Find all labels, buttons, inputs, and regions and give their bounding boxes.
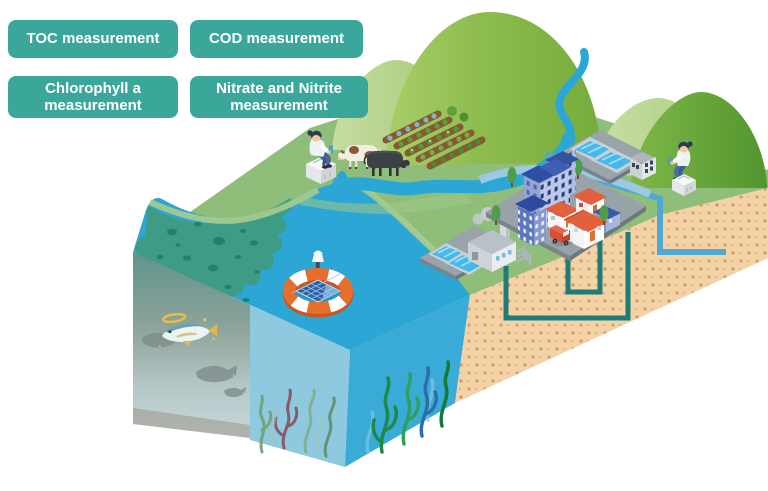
drain-pipe-short [565, 230, 603, 295]
monitoring-buoy [282, 250, 354, 318]
seagrass-patches [156, 221, 260, 302]
underwater-face [133, 252, 250, 438]
drain-pipe-long [503, 232, 631, 321]
sea-surface [133, 171, 470, 350]
tree [599, 205, 609, 225]
treatment-pool [445, 252, 487, 275]
bushes [447, 106, 469, 122]
tree [507, 167, 517, 187]
sand-texture [455, 188, 768, 403]
grass-accents [148, 181, 472, 271]
farm-field [382, 106, 486, 170]
town [486, 150, 646, 261]
label-cod-measurement: COD measurement [190, 20, 363, 58]
halo-fish [158, 312, 218, 348]
seaweed-right [365, 360, 451, 454]
researcher-river [306, 130, 336, 184]
river-on-hill [555, 48, 589, 142]
seaweed-left [259, 388, 336, 458]
tree [491, 205, 501, 225]
delivery-truck [550, 225, 573, 246]
hill-right-dark [630, 92, 767, 188]
sea-floor-shading [133, 408, 250, 438]
label-chlorophyll-a-measurement: Chlorophyll a measurement [8, 76, 178, 118]
buoy-beacon [312, 254, 324, 262]
fish-silhouettes [142, 331, 246, 397]
apartment-front [515, 195, 549, 246]
researcher-stream [668, 141, 696, 196]
label-nitrate-nitrite-measurement: Nitrate and Nitrite measurement [190, 76, 368, 118]
deep-cliff-face [345, 295, 470, 467]
treatment-pool [591, 148, 637, 173]
cow-black [363, 150, 410, 176]
treatment-building [630, 152, 656, 180]
factory-pipes [515, 245, 532, 265]
crops [387, 113, 481, 167]
label-toc-measurement: TOC measurement [8, 20, 178, 58]
underwater-cross-section [133, 188, 768, 467]
life-ring [283, 268, 353, 314]
solar-panel [290, 273, 342, 303]
sample-case [672, 174, 696, 196]
